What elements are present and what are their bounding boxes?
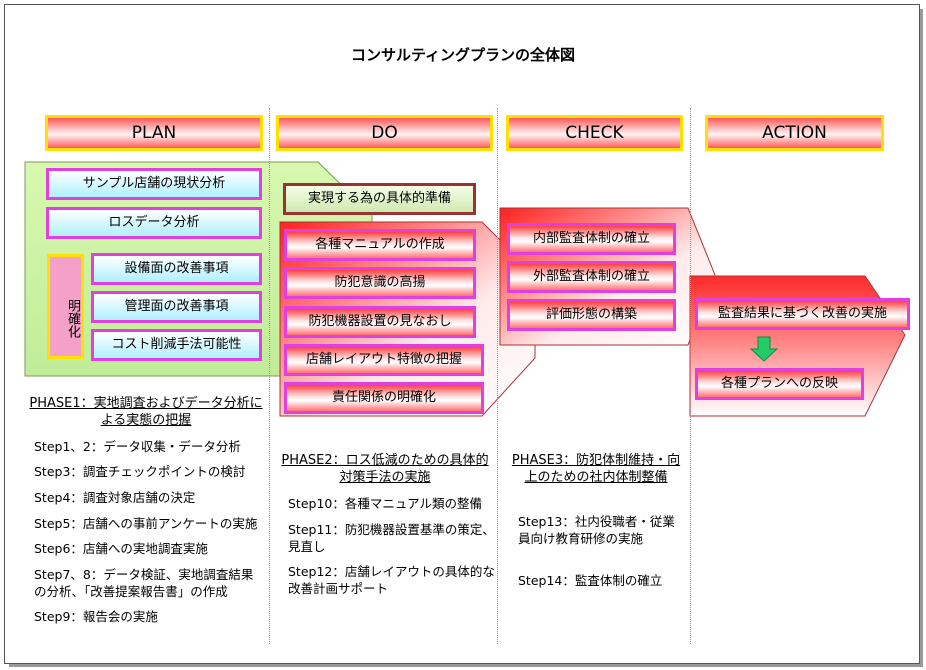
- page-title: コンサルティングプランの全体図: [350, 46, 576, 64]
- phase3-title: PHASE3：防犯体制維持・向上のための社内体制整備: [511, 453, 681, 485]
- plan-analysis-box-1: サンプル店舗の現状分析: [46, 168, 262, 200]
- plan-item-1: 設備面の改善事項: [91, 253, 262, 285]
- do-step-3: Step12：店舗レイアウトの具体的な改善計画サポート: [288, 564, 495, 596]
- clarify-label: 明確化: [47, 254, 84, 359]
- plan-step-6: Step7、8：データ検証、実地調査結果の分析、「改善提案報告書」の作成: [34, 567, 254, 599]
- divider-2: [497, 108, 498, 644]
- do-item-2: 防犯意識の高揚: [284, 267, 476, 299]
- phase2-title: PHASE2：ロス低減のための具体的対策手法の実施: [281, 453, 489, 485]
- plan-step-2: Step3：調査チェックポイントの検討: [34, 464, 246, 479]
- check-item-3: 評価形態の構築: [507, 299, 676, 331]
- phase-header-plan: PLAN: [45, 115, 263, 151]
- check-step-2: Step14：監査体制の確立: [518, 573, 663, 588]
- plan-step-1: Step1、2：データ収集・データ分析: [34, 439, 241, 454]
- divider-3: [690, 108, 691, 644]
- plan-item-2: 管理面の改善事項: [91, 291, 262, 323]
- action-item-2: 各種プランへの反映: [695, 368, 864, 400]
- do-item-4: 店舗レイアウト特徴の把握: [284, 344, 484, 376]
- plan-step-7: Step9：報告会の実施: [34, 609, 158, 624]
- check-step-1: Step13：社内役職者・従業員向け教育研修の実施: [518, 514, 675, 546]
- check-item-2: 外部監査体制の確立: [507, 261, 676, 293]
- phase-header-action: ACTION: [705, 115, 884, 151]
- plan-step-5: Step6：店舗への実地調査実施: [34, 541, 208, 556]
- phase-header-check: CHECK: [506, 115, 683, 151]
- divider-1: [269, 108, 270, 644]
- plan-step-4: Step5：店舗への事前アンケートの実施: [34, 516, 258, 531]
- do-header-box: 実現する為の具体的準備: [283, 183, 476, 215]
- plan-step-3: Step4：調査対象店舗の決定: [34, 490, 196, 505]
- plan-analysis-box-2: ロスデータ分析: [46, 207, 262, 239]
- down-arrow-icon: [749, 336, 779, 362]
- do-step-2: Step11：防犯機器設置基準の策定、見直し: [288, 522, 495, 554]
- action-item-1: 監査結果に基づく改善の実施: [695, 298, 910, 330]
- check-item-1: 内部監査体制の確立: [507, 223, 676, 255]
- phase1-title: PHASE1：実地調査およびデータ分析による実態の把握: [29, 396, 263, 428]
- do-item-5: 責任関係の明確化: [284, 382, 484, 414]
- do-step-1: Step10：各種マニュアル類の整備: [288, 496, 482, 511]
- phase-header-do: DO: [276, 115, 493, 151]
- do-item-3: 防犯機器設置の見なおし: [284, 306, 476, 338]
- plan-item-3: コスト削減手法可能性: [91, 329, 262, 361]
- do-item-1: 各種マニュアルの作成: [284, 229, 476, 261]
